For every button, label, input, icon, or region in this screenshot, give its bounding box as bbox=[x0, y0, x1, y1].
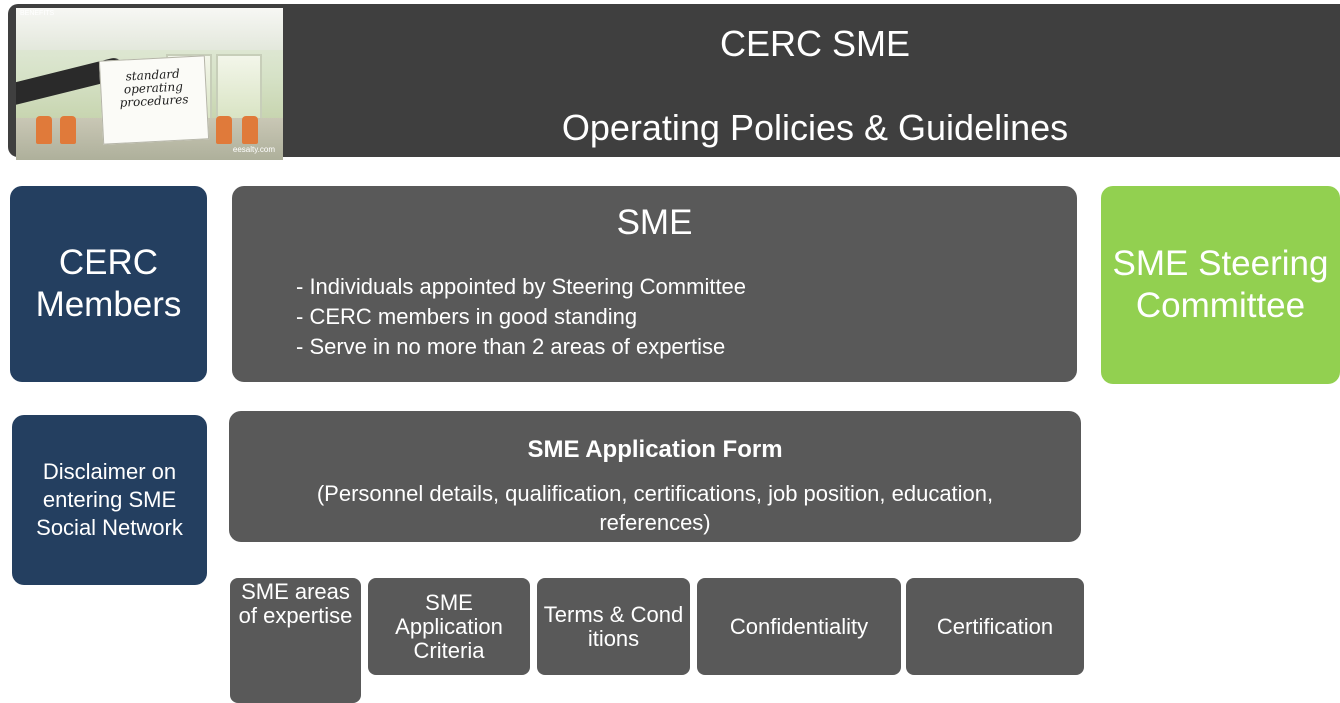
tile-label: SME Application Criteria bbox=[395, 589, 503, 663]
tile-label: Certification bbox=[936, 613, 1054, 639]
disclaimer-box: Disclaimer on entering SME Social Networ… bbox=[12, 415, 207, 585]
application-form-box: SME Application Form (Personnel details,… bbox=[229, 411, 1081, 542]
disclaimer-label: Disclaimer on entering SME Social Networ… bbox=[36, 459, 183, 540]
page-title: CERC SME bbox=[719, 23, 911, 64]
sme-box: SME - Individuals appointed by Steering … bbox=[232, 186, 1077, 382]
sme-bullet-list: - Individuals appointed by Steering Comm… bbox=[296, 272, 746, 362]
image-chair bbox=[36, 116, 52, 144]
steering-committee-label: SME Steering Committee bbox=[1112, 244, 1329, 325]
image-chair bbox=[242, 116, 258, 144]
tile-confidentiality: Confidentiality bbox=[697, 578, 901, 675]
image-chair bbox=[60, 116, 76, 144]
image-ceiling bbox=[16, 8, 283, 50]
image-credit: eesalty.com bbox=[232, 145, 275, 154]
image-tag: BENEFITS bbox=[20, 10, 55, 17]
image-window bbox=[216, 54, 262, 120]
sme-bullet: - Individuals appointed by Steering Comm… bbox=[296, 274, 747, 299]
sop-sign: standard operating procedures bbox=[98, 55, 210, 145]
steering-committee-box: SME Steering Committee bbox=[1101, 186, 1340, 384]
application-form-title: SME Application Form bbox=[527, 436, 783, 463]
sme-title: SME bbox=[616, 203, 693, 242]
cerc-members-box: CERC Members bbox=[10, 186, 207, 382]
tile-label: SME areas of expertise bbox=[238, 579, 353, 628]
cerc-members-label: CERC Members bbox=[35, 243, 182, 324]
tile-application-criteria: SME Application Criteria bbox=[368, 578, 530, 675]
application-form-desc: (Personnel details, qualification, certi… bbox=[316, 481, 994, 535]
header-image: standard operating procedures BENEFITS e… bbox=[16, 8, 283, 160]
tile-label: Confidentiality bbox=[729, 613, 869, 639]
sme-bullet: - CERC members in good standing bbox=[296, 304, 638, 329]
image-chair bbox=[216, 116, 232, 144]
sme-bullet: - Serve in no more than 2 areas of exper… bbox=[296, 334, 726, 359]
tile-terms-conditions: Terms & Conditions bbox=[537, 578, 690, 675]
tile-certification: Certification bbox=[906, 578, 1084, 675]
tile-areas-of-expertise: SME areas of expertise bbox=[230, 578, 361, 703]
page-subtitle: Operating Policies & Guidelines bbox=[561, 107, 1069, 148]
tile-label: Terms & Conditions bbox=[543, 601, 684, 651]
